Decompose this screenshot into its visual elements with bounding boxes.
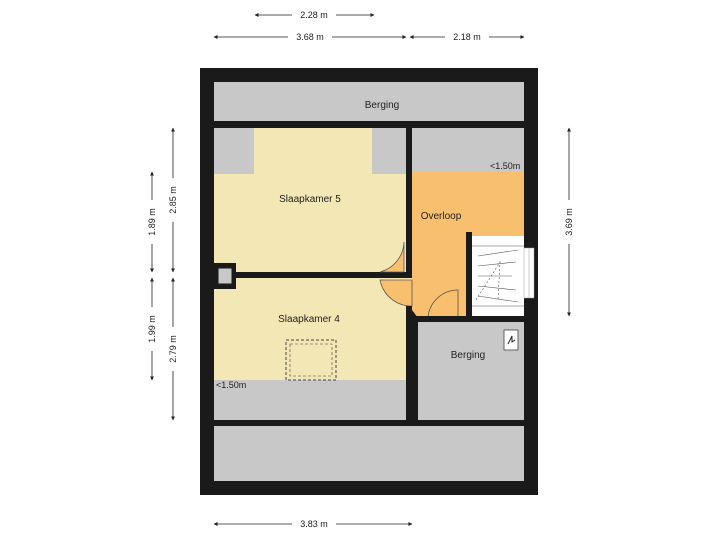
- dim-top-2b-label: 2.18 m: [453, 32, 481, 42]
- dim-left-outer-2-label: 1.99 m: [147, 315, 157, 343]
- slaapkamer5-low-left: [214, 128, 254, 174]
- berging-top-area: [214, 82, 524, 121]
- overloop-low-area: [412, 128, 524, 172]
- dim-top-1-label: 2.28 m: [300, 10, 328, 20]
- slaapkamer4-area: [214, 278, 412, 380]
- dim-bottom-label: 3.83 m: [300, 519, 328, 529]
- bottom-storage-area: [214, 426, 524, 481]
- slaapkamer5-low-right: [372, 128, 406, 174]
- boiler-icon: [503, 329, 519, 351]
- dim-left-inner-1-label: 2.85 m: [168, 186, 178, 214]
- dim-left-inner-2-label: 2.79 m: [168, 335, 178, 363]
- stair-treads: [472, 245, 524, 307]
- slaapkamer4-ceiling-note: <1.50m: [216, 380, 246, 390]
- dim-right-label: 3.69 m: [564, 208, 574, 236]
- overloop-ceiling-note: <1.50m: [490, 161, 520, 171]
- overloop-label: Overloop: [421, 211, 462, 222]
- roof-hatch: [285, 339, 337, 381]
- slaapkamer5-label: Slaapkamer 5: [279, 194, 341, 205]
- chimney-inner: [217, 267, 233, 285]
- slaapkamer4-low-area: [214, 380, 412, 420]
- berging-top-label: Berging: [365, 100, 399, 111]
- dim-left-outer-1-label: 1.89 m: [147, 208, 157, 236]
- berging-right-label: Berging: [451, 350, 485, 361]
- dim-top-2a-label: 3.68 m: [296, 32, 324, 42]
- slaapkamer4-label: Slaapkamer 4: [278, 314, 340, 325]
